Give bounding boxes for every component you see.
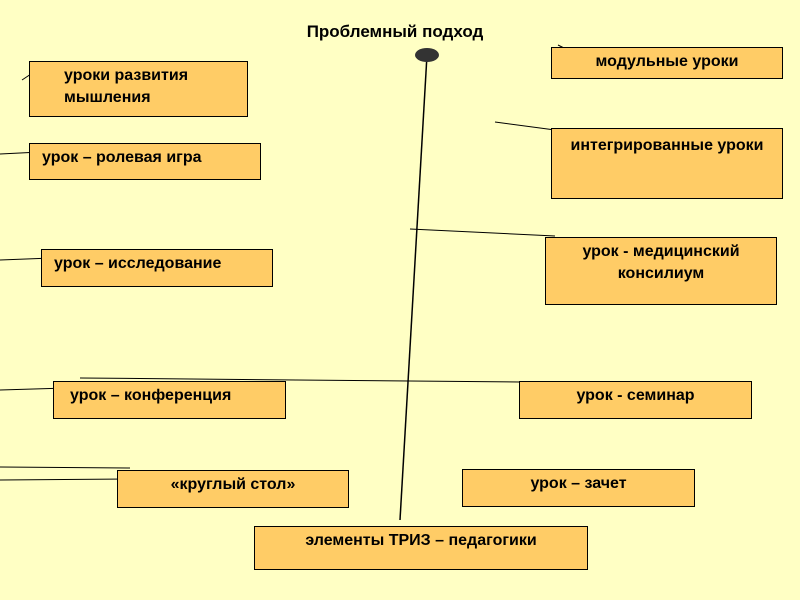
trunk-line <box>399 54 428 521</box>
box-thinking-lessons: уроки развития мышления <box>29 61 248 117</box>
trunk-top-node <box>415 48 439 62</box>
branch-conference-seminar <box>79 377 521 383</box>
box-conference-lesson: урок – конференция <box>53 381 286 419</box>
box-research-lesson: урок – исследование <box>41 249 273 287</box>
branch-medical <box>409 228 556 237</box>
box-triz-elements: элементы ТРИЗ – педагогики <box>254 526 588 570</box>
branch-integrated <box>494 121 556 131</box>
box-credit-lesson: урок – зачет <box>462 469 695 507</box>
diagram-title: Проблемный подход <box>306 22 484 41</box>
branch-round-table-b <box>0 478 131 481</box>
box-role-play-lesson: урок – ролевая игра <box>29 143 261 180</box>
box-medical-council-lesson: урок - медицинский консилиум <box>545 237 777 305</box>
branch-round-table-a <box>0 466 131 469</box>
box-seminar-lesson: урок - семинар <box>519 381 752 419</box>
box-integrated-lessons: интегрированные уроки <box>551 128 783 199</box>
box-modular-lessons: модульные уроки <box>551 47 783 79</box>
box-round-table: «круглый стол» <box>117 470 349 508</box>
